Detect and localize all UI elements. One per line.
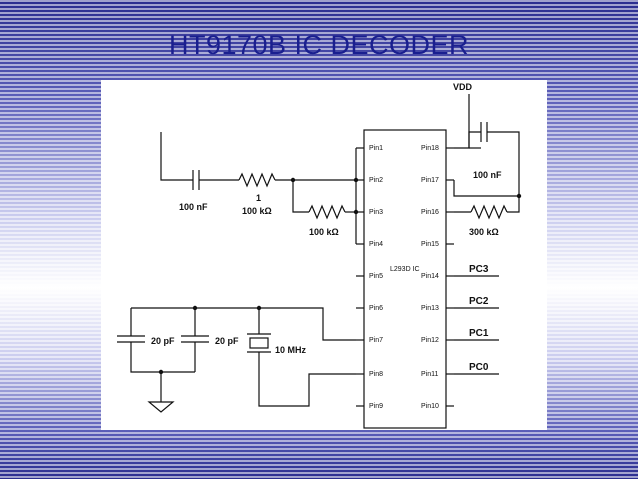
pin-label: Pin13 [421,305,439,312]
crystal-label: 10 MHz [275,345,307,355]
pin-label: Pin8 [369,371,383,378]
left-pins: Pin1 Pin2 Pin3 Pin4 Pin5 Pin6 Pin7 Pin8 … [356,145,383,410]
cap-osc-b-label: 20 pF [215,336,239,346]
cap-osc-a-label: 20 pF [151,336,175,346]
output-label: PC3 [469,264,489,275]
output-label: PC2 [469,296,489,307]
res-input-number: 1 [256,193,261,203]
res-feedback-label: 100 kΩ [309,227,339,237]
pin-label: Pin4 [369,241,383,248]
pin-label: Pin2 [369,177,383,184]
pin-label: Pin5 [369,273,383,280]
cap-vdd-label: 100 nF [473,170,502,180]
ic-name: L293D IC [390,266,420,273]
vdd-network [453,94,522,220]
res-input-label: 100 kΩ [242,206,272,216]
pin-label: Pin11 [421,371,438,378]
pin-label: Pin18 [421,145,439,152]
slide-title: HT9170B IC DECODER [168,30,470,60]
res-vdd-label: 300 kΩ [469,227,499,237]
cap-input-label: 100 nF [179,202,208,212]
schematic-svg: L293D IC Pin1 Pin2 Pin3 Pin4 Pin5 Pin6 P… [117,82,522,429]
vdd-label: VDD [453,82,473,92]
pin-label: Pin1 [369,145,383,152]
pin-label: Pin16 [421,209,439,216]
pin-label: Pin15 [421,241,439,248]
input-network [160,132,359,244]
output-label: PC1 [469,328,489,339]
oscillator-network [117,305,356,413]
pin-label: Pin17 [421,177,439,184]
output-lines [454,275,499,375]
pin-label: Pin14 [421,273,439,280]
right-pins: Pin18 Pin17 Pin16 Pin15 Pin14 Pin13 Pin1… [421,145,454,410]
pin-label: Pin7 [369,337,383,344]
pin-label: Pin10 [421,403,439,410]
pin-label: Pin3 [369,209,383,216]
pin-label: Pin12 [421,337,439,344]
schematic-diagram: L293D IC Pin1 Pin2 Pin3 Pin4 Pin5 Pin6 P… [101,80,547,430]
output-label: PC0 [469,362,489,373]
pin-label: Pin9 [369,403,383,410]
ic-body [363,129,447,429]
pin-label: Pin6 [369,305,383,312]
